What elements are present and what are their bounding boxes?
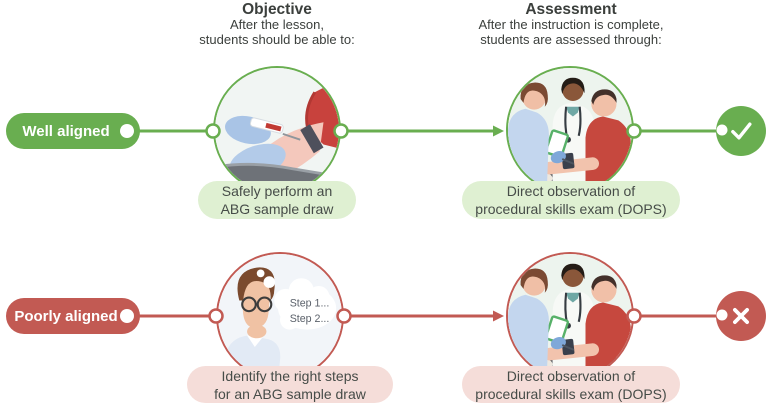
caption-objective-poorly-aligned: Identify the right steps for an ABG samp…: [187, 366, 393, 403]
objective-subtitle-line1: After the lesson,: [230, 17, 324, 32]
dops-exam-illustration: [508, 68, 632, 192]
dops-exam-illustration: [508, 254, 632, 378]
caption-line: Identify the right steps: [221, 367, 359, 384]
caption-line: ABG sample draw: [220, 201, 334, 217]
blood-draw-illustration: [215, 68, 339, 192]
caption-assessment-poorly-aligned: Direct observation of procedural skills …: [462, 366, 680, 403]
caption-line: procedural skills exam (DOPS): [475, 385, 667, 402]
assessment-subtitle-line1: After the instruction is complete,: [478, 17, 664, 32]
caption-line: Direct observation of: [506, 367, 636, 384]
assessment-subtitle-line2: students are assessed through:: [480, 31, 662, 47]
x-icon: [733, 308, 749, 324]
result-badge-well-aligned: [716, 106, 766, 156]
column-header-assessment: Assessment After the instruction is comp…: [431, 2, 711, 47]
objective-subtitle-line2: students should be able to:: [199, 31, 355, 47]
assessment-illustration-poorly-aligned: [506, 252, 634, 380]
column-header-objective: Objective After the lesson, students sho…: [147, 2, 407, 47]
tourniquet-shape: [300, 124, 324, 154]
thinking-man-illustration: Step 1... Step 2...: [218, 254, 342, 378]
assessment-illustration-well-aligned: [506, 66, 634, 194]
caption-line: Direct observation of: [506, 183, 636, 199]
caption-line: Safely perform an: [221, 183, 333, 199]
caption-assessment-well-aligned: Direct observation of procedural skills …: [462, 181, 680, 219]
objective-title: Objective: [242, 1, 312, 18]
nurse-scrubs-shape: [508, 108, 549, 192]
caption-line: for an ABG sample draw: [214, 385, 366, 402]
objective-illustration-well-aligned: [213, 66, 341, 194]
thought-step-2: Step 2...: [290, 313, 330, 325]
syringe-shape: [249, 117, 284, 134]
hand-shape: [247, 324, 267, 339]
objective-illustration-poorly-aligned: Step 1... Step 2...: [216, 252, 344, 380]
row-label-pill-well-aligned: Well aligned: [6, 113, 140, 149]
checkmark-icon: [731, 122, 752, 140]
poorly-aligned-label: Poorly aligned: [14, 307, 118, 325]
patient-head: [591, 91, 617, 117]
arrowhead-well-aligned: [493, 125, 504, 137]
arrowhead-poorly-aligned: [493, 310, 504, 322]
thought-cloud-shape: [274, 278, 337, 330]
caption-line: procedural skills exam (DOPS): [475, 201, 667, 217]
well-aligned-label: Well aligned: [22, 122, 110, 140]
caption-objective-well-aligned: Safely perform an ABG sample draw: [198, 181, 356, 219]
thought-step-1: Step 1...: [290, 297, 330, 309]
row-label-pill-poorly-aligned: Poorly aligned: [6, 298, 140, 334]
hair-shape: [237, 267, 275, 301]
assessment-title: Assessment: [525, 1, 617, 18]
result-badge-poorly-aligned: [716, 291, 766, 341]
